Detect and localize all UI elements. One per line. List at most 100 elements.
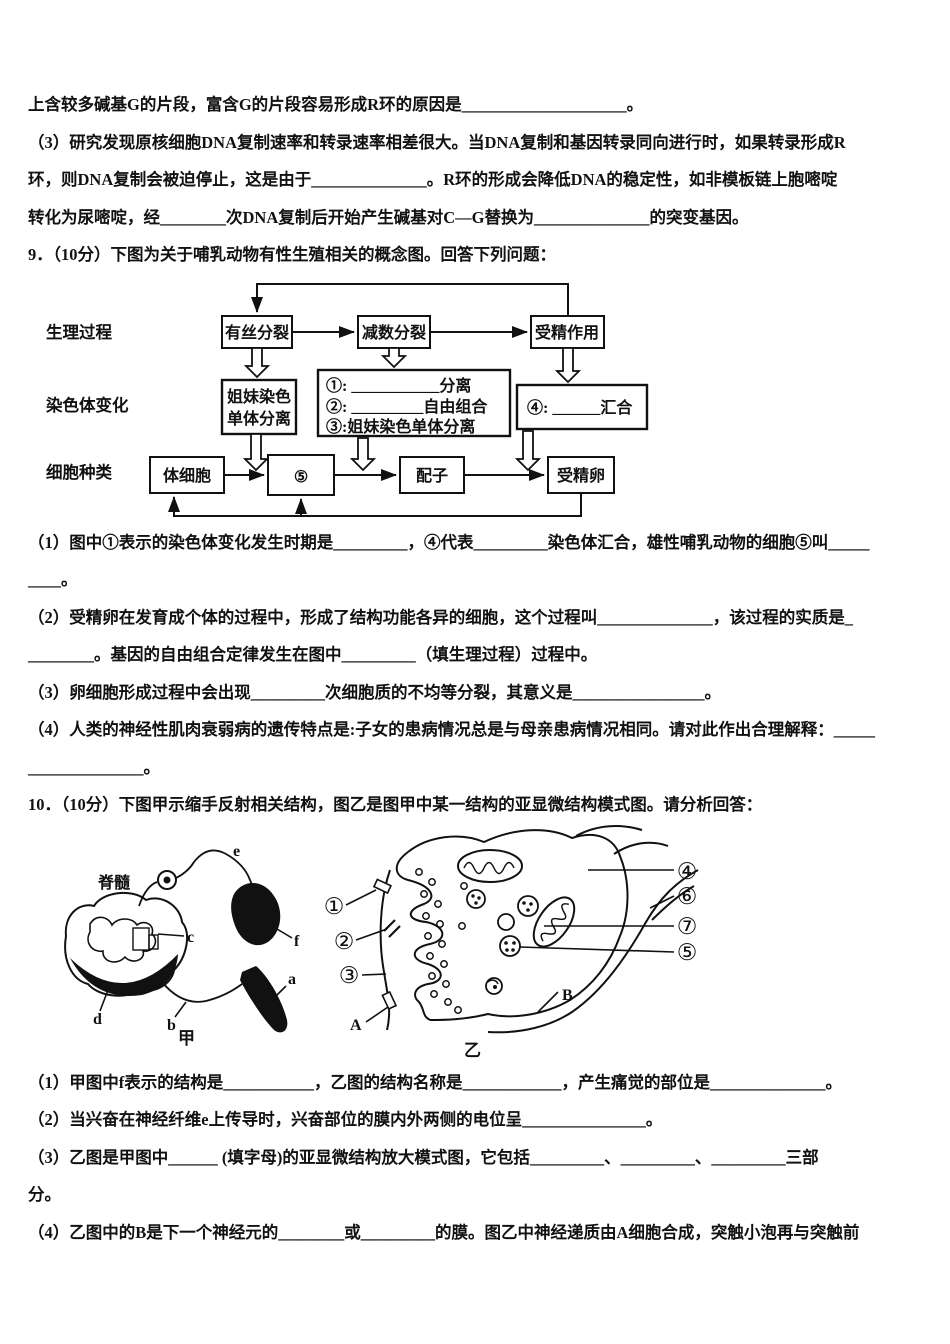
label-c: c: [187, 929, 194, 946]
large-vesicles: [466, 888, 539, 995]
label-A: A: [350, 1017, 362, 1034]
callout-1: ①: [324, 894, 345, 919]
presynaptic-terminal-outline: [407, 828, 629, 1021]
flow-box-sister-chromatid: 姐妹染色 单体分离: [220, 378, 298, 435]
callout-5-leader: [519, 945, 675, 953]
q10-line-4: 分。: [28, 1185, 61, 1204]
flow-block-arrows-top: [243, 346, 582, 383]
q9-line-5: （3）卵细胞形成过程中会出现_________次细胞质的不均等分裂，其意义是__…: [28, 682, 721, 702]
figure-jia-reflex-arc: 脊髓 e: [64, 843, 300, 1048]
intro-line-4: 转化为尿嘧啶，经________次DNA复制后开始产生碱基对C—G替换为____…: [28, 207, 749, 227]
label-b-leader: [174, 1001, 187, 1017]
svg-text:单体分离: 单体分离: [227, 409, 291, 428]
flow-row-label-chromosome: 染色体变化: [46, 395, 129, 415]
callout-7: ⑦: [677, 914, 698, 939]
q10-figure: 脊髓 e: [36, 824, 746, 1064]
intro-line-2: （3）研究发现原核细胞DNA复制速率和转录速率相差很大。当DNA复制和基因转录同…: [28, 132, 846, 152]
flow-box-chromosome-changes: ①: ___________分离 ②: _________自由组合 ③:姐妹染色…: [316, 368, 512, 437]
label-f-leader: [271, 924, 293, 939]
callout-3-leader: [361, 972, 387, 976]
svg-text:减数分裂: 减数分裂: [362, 323, 426, 342]
flow-row-label-process: 生理过程: [46, 322, 113, 342]
flow-box-mitosis: 有丝分裂: [221, 314, 293, 349]
q9-header: 9．（10分）下图为关于哺乳动物有性生殖相关的概念图。回答下列问题：: [28, 245, 556, 264]
label-a: a: [288, 971, 296, 988]
svg-text:①: ___________分离: ①: ___________分离: [326, 376, 471, 395]
callout-2: ②: [334, 929, 355, 954]
intro-line-1: 上含较多碱基G的片段，富含G的片段容易形成R环的原因是_____________…: [28, 95, 644, 114]
q10-line-5: （4）乙图中的B是下一个神经元的________或_________的膜。图乙中…: [28, 1222, 860, 1242]
svg-text:受精作用: 受精作用: [535, 323, 599, 342]
efferent-fiber-b: [161, 980, 243, 1003]
label-d-leader: [99, 989, 109, 1011]
spinal-cord-drawing: [64, 891, 189, 997]
presynaptic-membrane: [395, 850, 444, 1021]
label-e: e: [233, 843, 240, 860]
q9-line-2: ____。: [28, 570, 78, 589]
svg-text:受精卵: 受精卵: [557, 466, 605, 485]
svg-text:②: _________自由组合: ②: _________自由组合: [326, 397, 488, 416]
svg-text:配子: 配子: [416, 467, 448, 485]
q10-line-1: （1）甲图中f表示的结构是___________，乙图的结构名称是_______…: [28, 1072, 842, 1092]
mitochondrion-2: [532, 896, 576, 947]
figure-yi-synapse: ① ② ③ A ④ ⑥ ⑦ ⑤ B 乙: [324, 824, 699, 1060]
label-c-leader: [157, 932, 185, 937]
callout-6-leader: [649, 894, 675, 909]
svg-text:有丝分裂: 有丝分裂: [225, 323, 289, 342]
flow-box-zygote: 受精卵: [547, 455, 615, 494]
flow-box-somatic-cell: 体细胞: [149, 455, 225, 494]
flow-row-label-celltype: 细胞种类: [46, 462, 113, 482]
q9-flowchart: 生理过程 染色体变化 细胞种类 有丝分裂 减数分裂 受精作用: [28, 274, 908, 524]
label-A-leader: [365, 1005, 389, 1023]
label-B: B: [562, 987, 573, 1004]
label-f: f: [294, 933, 300, 950]
label-d: d: [93, 1011, 102, 1028]
label-b: b: [167, 1017, 176, 1034]
q10-figure-svg: 脊髓 e: [64, 824, 699, 1060]
q10-line-2: （2）当兴奋在神经纤维e上传导时，兴奋部位的膜内外两侧的电位呈_________…: [28, 1110, 663, 1129]
q9-line-7: ______________。: [28, 757, 160, 777]
figure-jia-caption: 甲: [178, 1029, 195, 1048]
svg-text:⑤: ⑤: [294, 469, 308, 486]
axon-line-1: [575, 824, 643, 837]
callout-2-leader: [355, 927, 388, 941]
q9-flowchart-svg: 生理过程 染色体变化 细胞种类 有丝分裂 减数分裂 受精作用: [46, 282, 649, 517]
axon-line-2: [613, 841, 669, 855]
flow-box-meiosis: 减数分裂: [357, 314, 431, 349]
q9-line-4: ________。基因的自由组合定律发生在图中_________（填生理过程）过…: [28, 645, 598, 664]
flow-box-circle5: ⑤: [267, 453, 335, 496]
svg-text:④: ______汇合: ④: ______汇合: [527, 398, 633, 417]
callout-1-leader: [345, 888, 377, 906]
synaptic-vesicles: [415, 867, 468, 1014]
flow-feedback-top-arrow: [251, 282, 569, 316]
flow-box-fertilization: 受精作用: [530, 314, 605, 349]
callout-4: ④: [677, 859, 698, 884]
flow-box-gamete: 配子: [399, 455, 465, 494]
callout-6: ⑥: [677, 884, 698, 909]
label-B-leader: [537, 990, 559, 1013]
q10-header: 10．（10分）下图甲示缩手反射相关结构，图乙是图甲中某一结构的亚显微结构模式图…: [28, 795, 763, 814]
flow-block-arrows-bottom: [242, 429, 542, 471]
q9-line-6: （4）人类的神经性肌肉衰弱病的遗传特点是:子女的患病情况总是与母亲患病情况相同。…: [28, 720, 875, 739]
flow-box-merge: ④: ______汇合: [515, 383, 649, 430]
q10-line-3: （3）乙图是甲图中______ (填字母)的亚显微结构放大模式图，它包括____…: [28, 1147, 819, 1167]
intro-line-3: 环，则DNA复制会被迫停止，这是由于______________。R环的形成会降…: [28, 170, 838, 189]
ganglion-drawing: [157, 869, 177, 890]
callout-5: ⑤: [677, 940, 698, 965]
q9-line-1: （1）图中①表示的染色体变化发生时期是_________，④代表________…: [28, 532, 870, 552]
skin-receptor-shape: [231, 882, 281, 945]
figure-yi-caption: 乙: [464, 1041, 481, 1060]
exam-page: 上含较多碱基G的片段，富含G的片段容易形成R环的原因是_____________…: [28, 95, 908, 1242]
flow-feedback-bottom-arrow: [168, 492, 582, 517]
label-a-leader: [271, 984, 287, 1001]
postsynaptic-membrane-left: [372, 869, 401, 1030]
muscle-effector-shape: [240, 965, 288, 1032]
svg-text:体细胞: 体细胞: [163, 466, 211, 485]
q9-line-3: （2）受精卵在发育成个体的过程中，形成了结构功能各异的细胞，这个过程叫_____…: [28, 607, 853, 627]
spinal-cord-label: 脊髓: [97, 873, 131, 892]
postsynaptic-b-membrane-2: [651, 884, 695, 921]
mitochondrion-1: [457, 848, 523, 883]
dorsal-root-fiber: [138, 880, 158, 906]
callout-3: ③: [339, 963, 360, 988]
svg-text:姐妹染色: 姐妹染色: [227, 387, 291, 406]
